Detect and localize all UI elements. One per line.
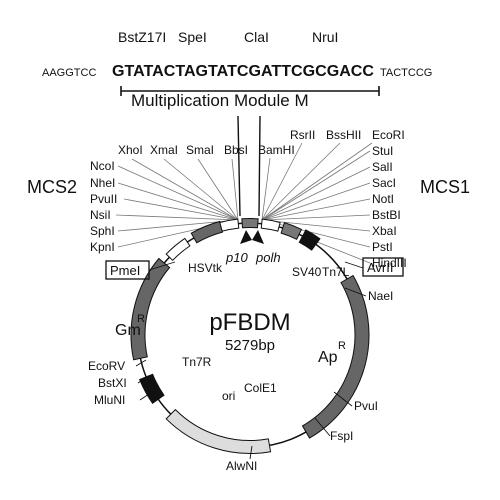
mcs1-site-stui: StuI xyxy=(372,144,393,158)
mcs2-leaders xyxy=(115,158,239,248)
site-mluni: MluNI xyxy=(94,393,125,407)
mcs2-site-ncoi: NcoI xyxy=(90,159,115,173)
mcs1-site-noti: NotI xyxy=(372,192,394,206)
site-alwni: AlwNI xyxy=(226,459,257,473)
polh-arc xyxy=(260,218,281,232)
tn7l-label: Tn7L xyxy=(322,265,350,279)
ap-superscript: R xyxy=(338,340,346,352)
tn7l-arc xyxy=(298,229,321,251)
outer-site-leaders xyxy=(135,261,367,460)
feature-arcs xyxy=(130,218,370,454)
ori-arc xyxy=(165,408,272,454)
hsvtk-label: HSVtk xyxy=(188,261,223,275)
site-ecorv: EcoRV xyxy=(88,359,125,373)
gm-superscript: R xyxy=(137,313,145,325)
site-spei: SpeI xyxy=(178,29,207,45)
tn7r-arc xyxy=(139,373,165,404)
mcs1-site-bamhi: BamHI xyxy=(258,143,295,157)
pmei-region-arc xyxy=(165,237,191,262)
mcs1-site-xbai: XbaI xyxy=(372,224,397,238)
plasmid-size: 5279bp xyxy=(225,337,275,354)
site-bstz17i: BstZ17I xyxy=(118,29,166,45)
site-fspi: FspI xyxy=(330,429,353,443)
mcs2-site-xhoi: XhoI xyxy=(118,143,143,157)
sv40-label: SV40 xyxy=(292,265,322,279)
mcs1-site-psti: PstI xyxy=(372,240,393,254)
sv40-arc xyxy=(280,222,303,240)
ampr-arc xyxy=(301,274,370,439)
module-bracket xyxy=(120,86,380,96)
mcs1-site-bsshii: BssHII xyxy=(326,128,361,142)
site-bstxi: BstXI xyxy=(98,376,127,390)
mcs2-title: MCS2 xyxy=(27,177,77,197)
avrii-box xyxy=(362,257,404,277)
p10-promoter-arrow xyxy=(240,230,252,244)
site-naei: NaeI xyxy=(368,289,393,303)
site-clai: ClaI xyxy=(244,29,269,45)
site-nrui: NruI xyxy=(312,29,338,45)
cole1-label: ColE1 xyxy=(244,381,277,395)
avrii-label: AvrII xyxy=(367,260,394,275)
module-stems xyxy=(237,115,261,217)
center-cassette-arc xyxy=(241,218,259,229)
p10-label: p10 xyxy=(225,250,248,265)
mcs2-site-smai: SmaI xyxy=(186,143,214,157)
mcs2-site-nsii: NsiI xyxy=(90,208,111,222)
mcs1-site-ecori: EcoRI xyxy=(372,128,405,142)
ori-label: ori xyxy=(222,389,235,403)
polh-label: polh xyxy=(255,250,281,265)
mcs1-site-hindiii: HindIII xyxy=(372,256,407,270)
mcs1-site-bstbi: BstBI xyxy=(372,208,401,222)
sequence-core: GTATACTAGTATCGATTCGCGACC xyxy=(112,63,374,80)
mcs1-site-sali: SalI xyxy=(372,160,393,174)
pmei-label: PmeI xyxy=(110,263,140,278)
mcs2-site-kpni: KpnI xyxy=(90,240,115,254)
ap-label: Ap xyxy=(318,349,338,366)
tn7r-label: Tn7R xyxy=(182,355,212,369)
gm-label: Gm xyxy=(115,322,141,339)
module-label: Multiplication Module M xyxy=(131,91,309,110)
mcs1-site-saci: SacI xyxy=(372,176,396,190)
mcs2-site-xmai: XmaI xyxy=(150,143,178,157)
site-pvui: PvuI xyxy=(354,399,378,413)
sequence-right-flank: TACTCCG xyxy=(380,67,432,79)
mcs1-site-rsrii: RsrII xyxy=(290,128,315,142)
mcs1-title: MCS1 xyxy=(420,177,470,197)
plasmid-name: pFBDM xyxy=(209,309,290,336)
mcs2-site-sphi: SphI xyxy=(90,224,115,238)
sequence-left-flank: AAGGTCC xyxy=(42,67,96,79)
hsvtk-arc xyxy=(190,220,224,244)
mcs2-site-bbsi: BbsI xyxy=(224,143,248,157)
mcs2-site-pvuii: PvuII xyxy=(90,192,117,206)
p10-arc xyxy=(219,218,240,232)
gmr-arc xyxy=(130,257,171,361)
polh-promoter-arrow xyxy=(252,230,264,244)
mcs2-site-nhei: NheI xyxy=(90,176,115,190)
